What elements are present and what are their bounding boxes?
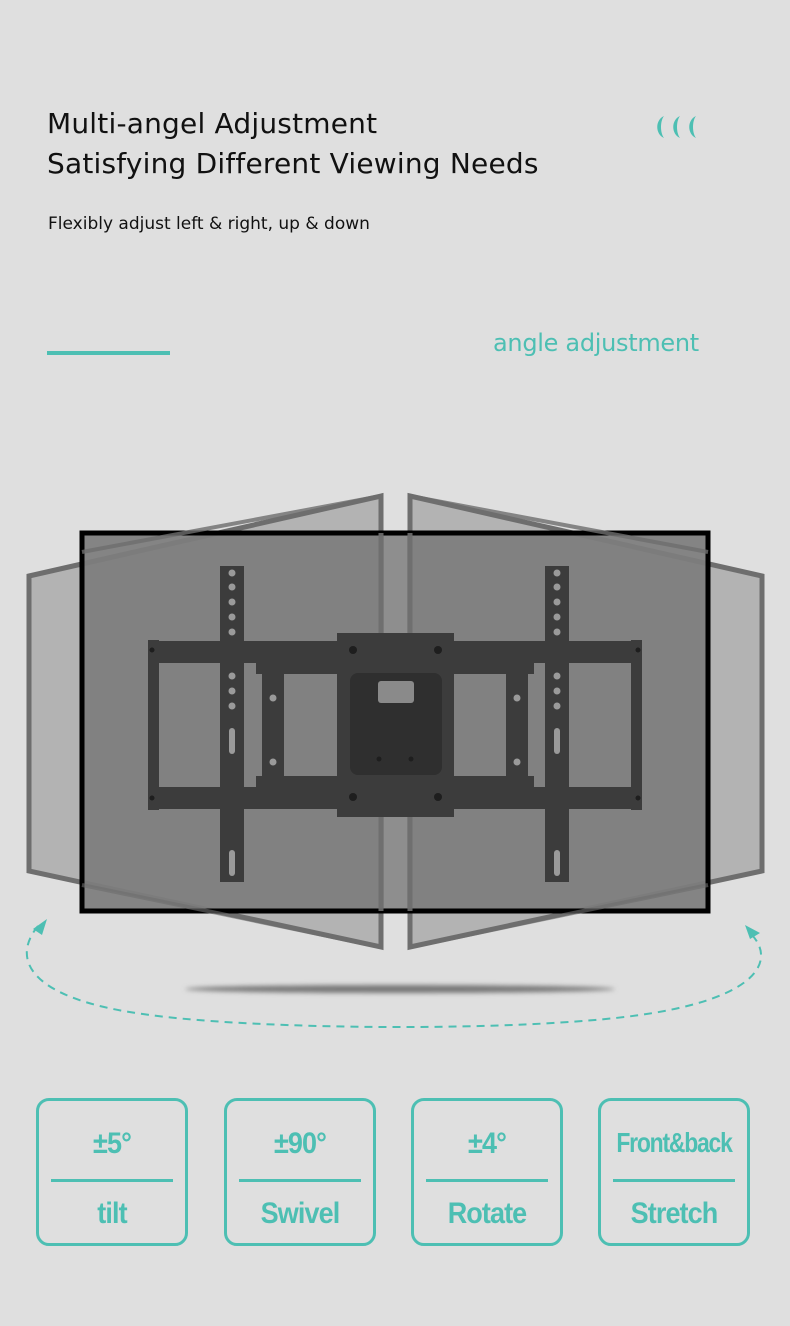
page-title: Multi-angel Adjustment Satisfying Differ…	[47, 104, 539, 184]
subtitle: Flexibly adjust left & right, up & down	[48, 214, 370, 234]
section-label: angle adjustment	[493, 329, 699, 357]
card-divider	[51, 1179, 173, 1182]
card-divider	[239, 1179, 361, 1182]
card-divider	[613, 1179, 735, 1182]
rotation-arrow	[25, 925, 763, 1029]
tv-mount-illustration	[25, 492, 765, 1029]
mount-shadow	[185, 985, 615, 993]
feature-card-swivel: ±90° Swivel	[224, 1098, 376, 1246]
feature-card-rotate: ±4° Rotate	[411, 1098, 563, 1246]
card-divider	[426, 1179, 548, 1182]
feature-label: Stretch	[630, 1197, 719, 1230]
title-line-1: Multi-angel Adjustment	[47, 107, 378, 140]
title-line-2: Satisfying Different Viewing Needs	[47, 147, 539, 180]
feature-card-stretch: Front&back Stretch	[598, 1098, 750, 1246]
feature-cards: ±5° tilt ±90° Swivel ±4° Rotate Front&ba…	[0, 1098, 790, 1253]
feature-value: Front&back	[616, 1127, 733, 1158]
feature-label: Rotate	[447, 1197, 528, 1230]
arrow-head-right	[745, 925, 760, 939]
feature-label: tilt	[97, 1197, 127, 1230]
arrow-head-left	[33, 919, 47, 935]
feature-value: ±4°	[468, 1127, 507, 1160]
accent-divider	[47, 351, 170, 355]
feature-value: ±5°	[93, 1127, 132, 1160]
triple-chevron-left-icon	[657, 116, 696, 138]
feature-label: Swivel	[260, 1197, 341, 1230]
feature-card-tilt: ±5° tilt	[36, 1098, 188, 1246]
feature-value: ±90°	[273, 1127, 327, 1160]
